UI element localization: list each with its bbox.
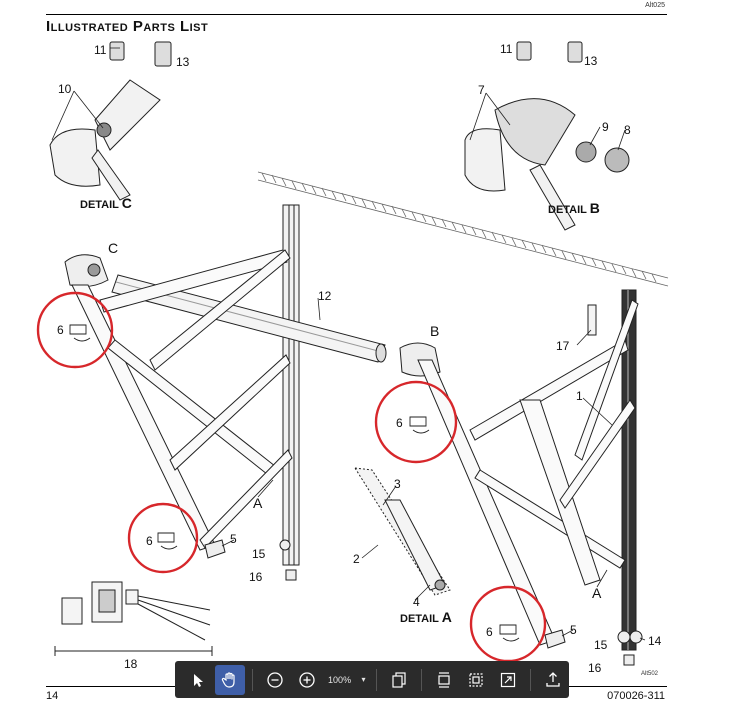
callout-1: 1 — [576, 389, 583, 403]
detail-a-label: DETAIL A — [400, 609, 452, 625]
callout-13-left: 13 — [176, 55, 190, 69]
letter-a-left: A — [253, 495, 263, 511]
callout-18: 18 — [124, 657, 138, 671]
detail-b-art — [464, 41, 630, 231]
toolbar-separator — [530, 668, 532, 691]
corner-code: Alt025 — [645, 2, 665, 9]
letter-b: B — [430, 323, 439, 339]
callout-11-left: 11 — [94, 43, 107, 57]
hand-pan-icon — [221, 671, 235, 688]
page-number: 14 — [46, 690, 59, 702]
highlight-circle-1 — [36, 291, 114, 369]
callout-5-right: 5 — [570, 623, 577, 637]
left-end-cap — [64, 254, 109, 288]
letter-c: C — [108, 240, 118, 256]
callout-16-right: 16 — [588, 661, 602, 675]
zoom-dropdown-caret-icon[interactable]: ▾ — [361, 675, 366, 684]
highlight-circle-2 — [374, 380, 458, 464]
callout-13-right: 13 — [584, 54, 598, 68]
callout-6-c: 6 — [146, 534, 153, 548]
page-view-button[interactable] — [384, 665, 414, 695]
zoom-in-icon — [299, 671, 315, 688]
letter-a-right: A — [592, 585, 602, 601]
small-hardware — [204, 539, 643, 666]
wall-hatch — [257, 171, 669, 287]
export-button[interactable] — [538, 665, 568, 695]
fit-page-button[interactable] — [461, 665, 491, 695]
callout-11-right: 11 — [500, 42, 513, 56]
select-tool-button[interactable] — [183, 665, 213, 695]
detail-c-label: DETAIL C — [80, 195, 132, 211]
callout-17: 17 — [556, 339, 570, 353]
zoom-level[interactable]: 100% — [328, 674, 352, 685]
callout-2: 2 — [353, 552, 360, 566]
callout-15-right: 15 — [594, 638, 608, 652]
zoom-out-button[interactable] — [260, 665, 290, 695]
callout-9: 9 — [602, 120, 609, 134]
select-arrow-icon — [193, 673, 203, 687]
export-icon — [546, 671, 560, 687]
detail-b-label: DETAIL B — [548, 200, 600, 216]
callout-5-left: 5 — [230, 532, 237, 546]
page-title: Illustrated Parts List — [46, 18, 209, 35]
leader-lines — [51, 47, 646, 641]
zoom-out-icon — [267, 671, 283, 688]
detail-a-bracket — [354, 467, 451, 596]
callout-14: 14 — [648, 634, 662, 648]
page-icon — [392, 671, 407, 688]
toolbar-separator — [376, 668, 378, 691]
top-rule — [46, 14, 667, 15]
fit-height-icon — [438, 671, 450, 688]
fullscreen-icon — [501, 672, 516, 687]
art-code: Alt502 — [641, 671, 659, 677]
callout-10: 10 — [58, 82, 72, 96]
zoom-in-button[interactable] — [292, 665, 322, 695]
highlight-circle-3 — [127, 502, 199, 574]
callout-4: 4 — [413, 595, 420, 609]
callout-7: 7 — [478, 83, 485, 97]
callout-6-a: 6 — [57, 323, 64, 337]
right-arm-assembly — [417, 299, 639, 646]
callout-3: 3 — [394, 477, 401, 491]
toolbar-separator — [251, 668, 253, 691]
part-6-icons — [69, 324, 520, 642]
viewer-toolbar: 100% ▾ — [175, 661, 569, 698]
document-number: 070026-311 — [607, 690, 665, 702]
callout-12: 12 — [318, 289, 332, 303]
fit-height-button[interactable] — [429, 665, 459, 695]
toolbar-separator — [421, 668, 423, 691]
hand-tool-button[interactable] — [214, 664, 245, 695]
left-arm-assembly — [71, 249, 293, 551]
callout-8: 8 — [624, 123, 631, 137]
part-17-plate — [587, 304, 597, 336]
callout-16-left: 16 — [249, 570, 263, 584]
part-18-art — [54, 581, 213, 656]
callout-6-d: 6 — [486, 625, 493, 639]
fullscreen-button[interactable] — [493, 665, 523, 695]
detail-c-art — [49, 41, 172, 201]
callout-15-left: 15 — [252, 547, 266, 561]
callout-6-b: 6 — [396, 416, 403, 430]
fit-page-icon — [469, 672, 483, 687]
left-rail — [282, 204, 300, 566]
